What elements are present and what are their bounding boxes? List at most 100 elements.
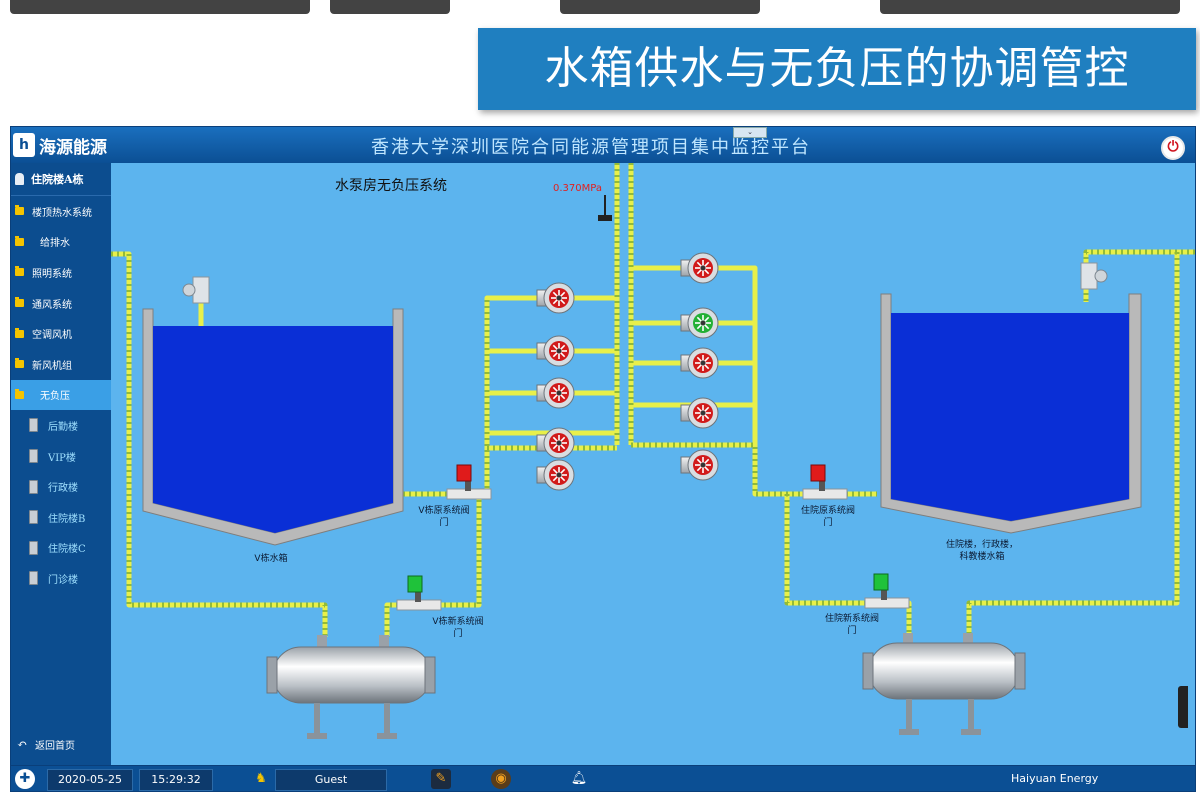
- folder-icon: [15, 235, 24, 246]
- valve-left-top-label: V栋原系统阀门: [418, 506, 470, 528]
- edge-widget: [1178, 686, 1188, 728]
- building-pin-icon: [15, 173, 24, 185]
- sidebar-item-label: 新风机组: [32, 360, 72, 372]
- user-icon: ♞: [255, 771, 267, 786]
- valve-right-bottom[interactable]: [864, 573, 910, 609]
- sidebar: 住院楼A栋 楼顶热水系统 给排水 照明系统 通风系统 空调风机 新风机组 无负压…: [11, 163, 111, 765]
- status-date: 2020-05-25: [47, 769, 133, 791]
- folder-icon: [15, 388, 24, 399]
- right-pump-1[interactable]: [680, 252, 719, 284]
- sidebar-item-rooftop-hot-water[interactable]: 楼顶热水系统: [11, 196, 111, 227]
- sidebar-subitem-label: 住院楼B: [48, 513, 86, 525]
- left-pump-1[interactable]: [536, 282, 575, 314]
- sidebar-item-ventilation[interactable]: 通风系统: [11, 288, 111, 319]
- pressure-vessel-right: [862, 633, 1026, 735]
- chevron-down-icon: ⌄: [747, 128, 753, 136]
- right-pump-group: [680, 252, 719, 481]
- scada-app-window: h 海源能源 香港大学深圳医院合同能源管理项目集中监控平台 ⌄ ⏻ 住院楼A栋 …: [10, 126, 1196, 792]
- logo-mark-icon: h: [13, 133, 35, 157]
- sidebar-subitem-admin[interactable]: 行政楼: [11, 471, 111, 502]
- scada-title: 水泵房无负压系统: [335, 178, 447, 194]
- sidebar-subitem-label: 后勤楼: [48, 421, 78, 433]
- sidebar-item-label: 空调风机: [32, 330, 72, 342]
- sidebar-subitem-vip[interactable]: VIP楼: [11, 441, 111, 472]
- status-user: Guest: [275, 769, 387, 791]
- company-logo: h 海源能源: [13, 130, 121, 160]
- sidebar-item-non-negative-pressure[interactable]: 无负压: [11, 379, 111, 411]
- power-exit-button[interactable]: ⏻: [1161, 136, 1185, 160]
- back-home-button[interactable]: ↶ 返回首页: [11, 729, 117, 759]
- sidebar-item-fresh-air-units[interactable]: 新风机组: [11, 349, 111, 380]
- sidebar-subitem-inpatient-b[interactable]: 住院楼B: [11, 502, 111, 533]
- valve-left-bottom-label: V栋新系统阀门: [432, 617, 484, 639]
- settings-circle-icon[interactable]: ◉: [491, 769, 511, 789]
- scada-diagram: [111, 163, 1195, 739]
- app-title: 香港大学深圳医院合同能源管理项目集中监控平台: [371, 137, 811, 158]
- tank-left: [142, 276, 404, 546]
- building-icon: [29, 418, 38, 433]
- sidebar-subitem-label: 行政楼: [48, 483, 78, 495]
- sidebar-subitem-logistics[interactable]: 后勤楼: [11, 410, 111, 441]
- header-collapse-handle[interactable]: ⌄: [733, 127, 767, 138]
- sidebar-header[interactable]: 住院楼A栋: [11, 163, 111, 196]
- left-pump-3[interactable]: [536, 377, 575, 409]
- power-icon: ⏻: [1167, 139, 1179, 155]
- pressure-vessel-left: [266, 635, 436, 739]
- building-icon: [29, 571, 38, 586]
- slide-title: 水箱供水与无负压的协调管控: [478, 28, 1196, 110]
- tank-right-label: 住院楼，行政楼，科教楼水箱: [945, 540, 1018, 562]
- slide-top-strip: [0, 0, 1200, 22]
- right-pump-5[interactable]: [680, 449, 719, 481]
- right-pump-2[interactable]: [680, 307, 719, 339]
- home-globe-icon[interactable]: ✚: [15, 769, 35, 789]
- valve-left-bottom[interactable]: [396, 575, 442, 611]
- building-icon: [29, 449, 38, 464]
- company-name: Haiyuan Energy: [1011, 772, 1099, 785]
- right-pump-3[interactable]: [680, 347, 719, 379]
- folder-icon: [15, 327, 24, 338]
- sidebar-item-label: 通风系统: [32, 299, 72, 311]
- pressure-sensor: [598, 195, 612, 221]
- pressure-readout: 0.370MPa: [553, 183, 602, 194]
- left-pump-5[interactable]: [536, 459, 575, 491]
- sidebar-item-label: 照明系统: [32, 268, 72, 280]
- tools-icon[interactable]: ✎: [431, 769, 451, 789]
- back-home-label: 返回首页: [35, 740, 75, 752]
- folder-icon: [15, 297, 24, 308]
- tank-left-label: V栋水箱: [254, 554, 288, 564]
- sidebar-item-label: 无负压: [40, 391, 70, 403]
- folder-icon: [15, 358, 24, 369]
- valve-left-top[interactable]: [446, 464, 492, 500]
- folder-icon: [15, 266, 24, 277]
- building-icon: [29, 540, 38, 555]
- sidebar-subitem-outpatient[interactable]: 门诊楼: [11, 563, 111, 594]
- valve-right-top-label: 住院原系统阀门: [801, 506, 856, 528]
- building-icon: [29, 479, 38, 494]
- valve-right-top[interactable]: [802, 464, 848, 500]
- app-header: h 海源能源 香港大学深圳医院合同能源管理项目集中监控平台 ⌄ ⏻: [11, 127, 1195, 163]
- status-bar: ✚ 2020-05-25 15:29:32 ♞ Guest ✎ ◉ 🔔︎ Hai…: [11, 765, 1195, 791]
- sidebar-subitem-label: 住院楼C: [48, 544, 86, 556]
- sidebar-subitem-label: 门诊楼: [48, 574, 78, 586]
- back-arrow-icon: ↶: [17, 737, 28, 751]
- sidebar-item-lighting[interactable]: 照明系统: [11, 257, 111, 288]
- sidebar-item-label: 楼顶热水系统: [32, 207, 92, 219]
- building-icon: [29, 510, 38, 525]
- valve-right-bottom-label: 住院新系统阀门: [825, 614, 880, 636]
- left-pump-4[interactable]: [536, 427, 575, 459]
- right-pump-4[interactable]: [680, 397, 719, 429]
- sidebar-item-water-supply-drainage[interactable]: 给排水: [11, 227, 111, 258]
- sidebar-subitem-label: VIP楼: [48, 452, 76, 464]
- sidebar-subitem-inpatient-c[interactable]: 住院楼C: [11, 533, 111, 564]
- logo-text: 海源能源: [39, 137, 107, 158]
- scada-canvas: 水泵房无负压系统 0.370MPa V栋水箱 住院楼，行政楼，科教楼水箱 V栋原…: [111, 163, 1195, 765]
- left-pump-2[interactable]: [536, 335, 575, 367]
- sidebar-item-label: 给排水: [40, 238, 70, 250]
- sidebar-header-label: 住院楼A栋: [31, 173, 84, 186]
- status-time: 15:29:32: [139, 769, 213, 791]
- folder-icon: [15, 205, 24, 216]
- left-pump-group: [536, 282, 575, 491]
- sidebar-item-ac-fans[interactable]: 空调风机: [11, 318, 111, 349]
- tank-right: [880, 262, 1142, 534]
- alarm-bell-icon[interactable]: 🔔︎: [570, 771, 588, 786]
